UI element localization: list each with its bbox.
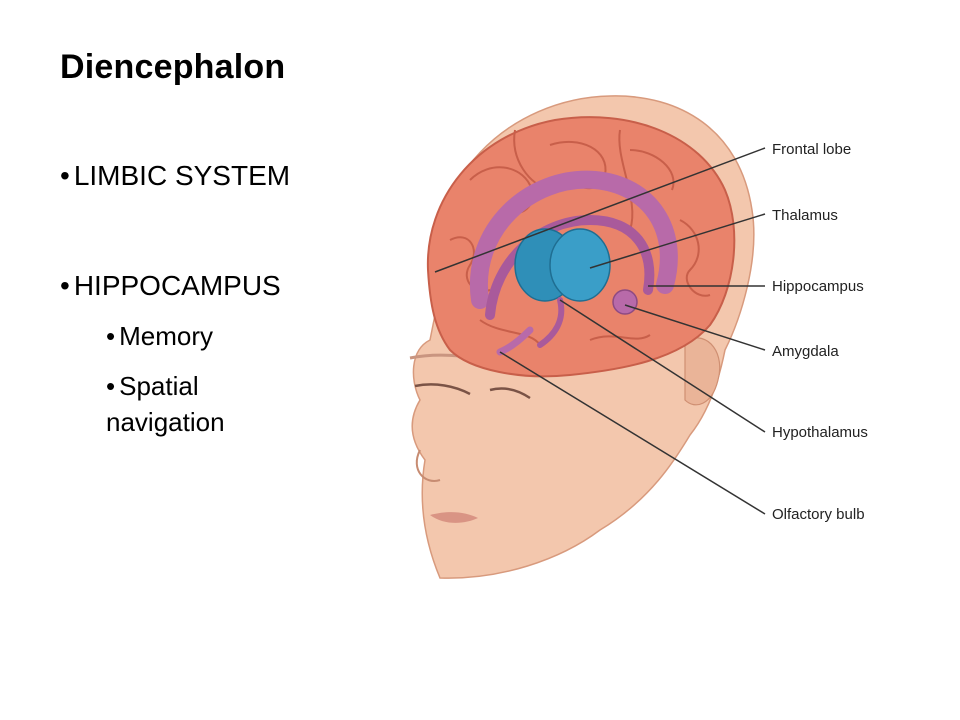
bullet-dot-icon: • — [60, 160, 70, 191]
head-brain-svg: Frontal lobe Thalamus Hippocampus Amygda… — [409, 95, 868, 579]
ear — [684, 337, 721, 406]
olfactory-bulb — [496, 326, 534, 356]
leader-frontal-lobe — [434, 147, 766, 273]
bullet-text-line1: Spatial — [119, 371, 199, 401]
bullet-text: LIMBIC SYSTEM — [73, 160, 291, 191]
nose — [415, 449, 441, 482]
bullet-dot-icon: • — [106, 321, 116, 351]
bullet-hippocampus: •HIPPOCAMPUS — [60, 270, 281, 302]
limbic-system-illustration: Frontal lobe Thalamus Hippocampus Amygda… — [380, 90, 940, 590]
label-hippocampus: Hippocampus — [772, 278, 864, 295]
label-hypothalamus: Hypothalamus — [772, 424, 868, 441]
bullet-limbic-system: •LIMBIC SYSTEM — [60, 160, 290, 192]
hypothalamus — [537, 297, 565, 348]
label-olfactory-bulb: Olfactory bulb — [772, 506, 865, 523]
bullet-text: Memory — [119, 321, 214, 351]
leader-olfactory-bulb — [499, 351, 766, 515]
bullet-dot-icon: • — [106, 371, 116, 401]
label-thalamus: Thalamus — [772, 207, 838, 224]
lips — [430, 512, 478, 523]
leader-thalamus — [589, 213, 766, 269]
slide-title: Diencephalon — [60, 48, 286, 86]
brain — [426, 116, 736, 378]
label-amygdala: Amygdala — [772, 343, 839, 360]
amygdala — [612, 289, 638, 315]
label-frontal-lobe: Frontal lobe — [772, 141, 851, 158]
bullet-dot-icon: • — [60, 270, 70, 301]
sub-bullet-spatial-navigation: •Spatial navigation — [106, 368, 225, 440]
fornix — [485, 214, 655, 320]
eye-closed-right — [489, 387, 531, 400]
bullet-text-line2: navigation — [106, 407, 225, 437]
leader-amygdala — [624, 304, 766, 351]
leader-lines — [434, 147, 766, 515]
limbic-arc — [469, 170, 678, 309]
sub-bullet-memory: •Memory — [106, 318, 213, 354]
leader-hypothalamus — [559, 299, 766, 433]
thalamus-right — [549, 228, 611, 302]
bullet-text: HIPPOCAMPUS — [73, 270, 281, 301]
eye-closed — [414, 383, 471, 396]
